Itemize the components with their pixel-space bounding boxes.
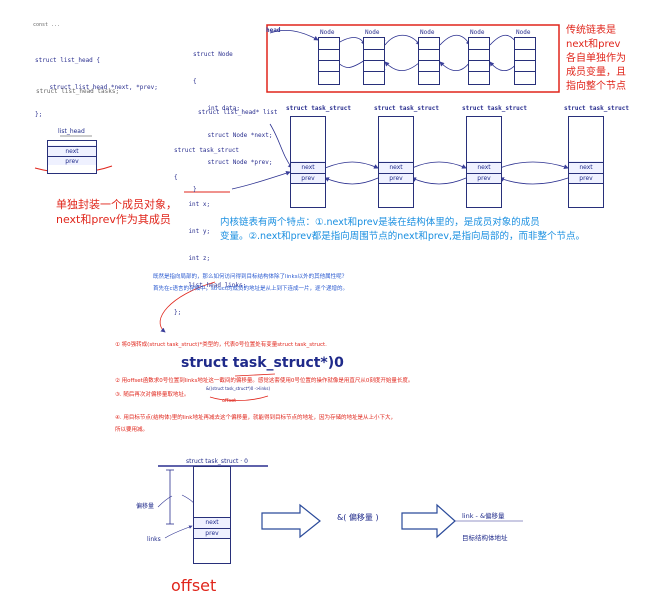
question-line: 既然是指向局部的，那么如何访问得到目标结构体除了links以外的其他属性呢？ — [153, 274, 348, 280]
traditional-node-box — [468, 37, 490, 85]
traditional-note: 传统链表是 next和prev 各自单独作为 成员变量，且 指向整个节点 — [566, 24, 626, 94]
note-line: 内核链表有两个特点：①.next和prev是装在结构体里的，是成员对象的成员 — [220, 217, 540, 228]
code-line: struct Node *next; — [193, 132, 273, 139]
note-line: 变量。②.next和prev都是指向周围节点的next和prev,是指向局部的，… — [220, 231, 586, 242]
traditional-node-box — [514, 37, 536, 85]
list-head-pointer: struct list_head* list — [198, 108, 278, 117]
big-cast-expression: struct task_struct*)0 — [181, 355, 344, 371]
kernel-feature-note: 内核链表有两个特点：①.next和prev是装在结构体里的，是成员对象的成员 变… — [220, 216, 585, 244]
list-head-next: next — [48, 146, 96, 156]
traditional-node-box — [418, 37, 440, 85]
task-prev-cell: prev — [379, 173, 413, 184]
code-line: struct list_head { — [35, 57, 101, 64]
pointer-type: struct list_head* — [198, 109, 260, 116]
node-label: Node — [516, 29, 531, 36]
list-head-prev: prev — [48, 156, 96, 166]
traditional-list-frame — [266, 24, 560, 93]
address-of-offset: &( 偏移量 ) — [337, 513, 379, 522]
task-next-cell: next — [379, 162, 413, 172]
list-head-box: next prev — [47, 140, 97, 174]
code-line: struct Node — [193, 51, 233, 58]
code-decl-tasks: struct list_head tasks; — [36, 88, 120, 95]
kernel-list-arrows — [231, 123, 569, 190]
mini-formula: &((struct task_struct*)0 ->links) — [206, 386, 271, 391]
task-struct-label: struct task_struct — [286, 105, 352, 112]
zero-label: 0 — [244, 458, 248, 465]
header-text: struct task_struct — [186, 458, 239, 465]
task-prev-cell: prev — [291, 173, 325, 184]
code-line: struct list_head *next, *prev; — [35, 84, 158, 91]
traditional-node-box — [363, 37, 385, 85]
code-line: int data; — [193, 105, 240, 112]
task-prev-cell: prev — [467, 173, 501, 184]
question-text: 既然是指向局部的，那么如何访问得到目标结构体除了links以外的其他属性呢？ 首… — [153, 271, 348, 295]
bottom-struct-box: next prev — [193, 466, 231, 564]
task-next-cell: next — [569, 162, 603, 172]
pointer-name: list — [263, 109, 278, 116]
note-line: next和prev — [566, 39, 621, 50]
code-line: { — [174, 174, 178, 181]
result-caption: 目标结构体地址 — [462, 534, 508, 542]
node-label: Node — [420, 29, 435, 36]
offset-cn-label: 偏移量 — [136, 503, 155, 510]
task-next-cell: next — [467, 162, 501, 172]
note-line: 单独封装一个成员对象， — [56, 198, 177, 211]
question-pointer — [159, 281, 216, 333]
bottom-struct-header: struct task_struct · 0 — [186, 458, 248, 465]
code-line: struct Node *prev; — [193, 159, 273, 166]
code-type-name: task_struct — [199, 147, 240, 154]
code-line: } — [193, 186, 197, 193]
step-4: ④. 用目标节点(结构体)里的link地址再减去这个偏移量，就能得到目标节点的地… — [115, 412, 396, 436]
code-line: int y; — [174, 228, 211, 235]
note-line: next和prev作为其成员 — [56, 213, 171, 226]
step-2: ② 用offset函数求0号位置到links地址这一截间的偏移量。感觉这套使用0… — [115, 378, 414, 384]
hollow-arrow-1 — [261, 503, 321, 539]
node-label: Node — [320, 29, 335, 36]
hollow-arrow-2 — [401, 503, 456, 539]
code-struct-node: struct Node { int data; struct Node *nex… — [193, 32, 272, 203]
question-line: 首先在c语言的存储中，struct的成员的地址是从上到下连成一片，逐个递增的。 — [153, 286, 348, 292]
code-line: int z; — [174, 255, 211, 262]
code-line: list_head links; — [174, 282, 247, 289]
note-line: 成员变量，且 — [566, 67, 626, 78]
step-1: ① 将0强转成(struct task_struct)*类型的，代表0号位置处有… — [115, 342, 327, 348]
code-line: }; — [35, 111, 43, 118]
traditional-node-box — [318, 37, 340, 85]
note-line: 传统链表是 — [566, 25, 616, 36]
result-expression: link - &偏移量 — [462, 512, 505, 520]
bottom-next: next — [194, 517, 230, 527]
node-label: Node — [365, 29, 380, 36]
step-3: ③. 随后再次对偏移量取地址。 — [115, 392, 190, 398]
step-line: ④. 用目标节点(结构体)里的link地址再减去这个偏移量，就能得到目标节点的地… — [115, 415, 396, 421]
head-label: head — [266, 27, 281, 34]
task-struct-label: struct task_struct — [462, 105, 528, 112]
code-struct-list-head: struct list_head { struct list_head *nex… — [35, 38, 158, 128]
node-label: Node — [470, 29, 485, 36]
task-next-cell: next — [291, 162, 325, 172]
code-line: { — [193, 78, 197, 85]
note-line: 各自单独作为 — [566, 53, 626, 64]
big-offset-label: offset — [171, 576, 217, 595]
red-left-note: 单独封装一个成员对象， next和prev作为其成员 — [56, 197, 177, 227]
list-head-title: list_head — [58, 128, 85, 135]
code-line: int x; — [174, 201, 211, 208]
tiny-caption: const ... — [33, 22, 61, 28]
note-line: 指向整个节点 — [566, 81, 626, 92]
code-line: }; — [174, 309, 182, 316]
links-label: links — [147, 536, 161, 543]
task-prev-cell: prev — [569, 173, 603, 184]
code-keyword: struct — [174, 147, 196, 154]
step-line: 所以要用减。 — [115, 427, 149, 433]
offset-small-label: offset — [222, 398, 237, 404]
bottom-prev: prev — [194, 528, 230, 539]
task-struct-label: struct task_struct — [374, 105, 440, 112]
task-struct-label: struct task_struct — [564, 105, 630, 112]
code-task-struct: struct task_struct { int x; int y; int z… — [174, 128, 246, 326]
